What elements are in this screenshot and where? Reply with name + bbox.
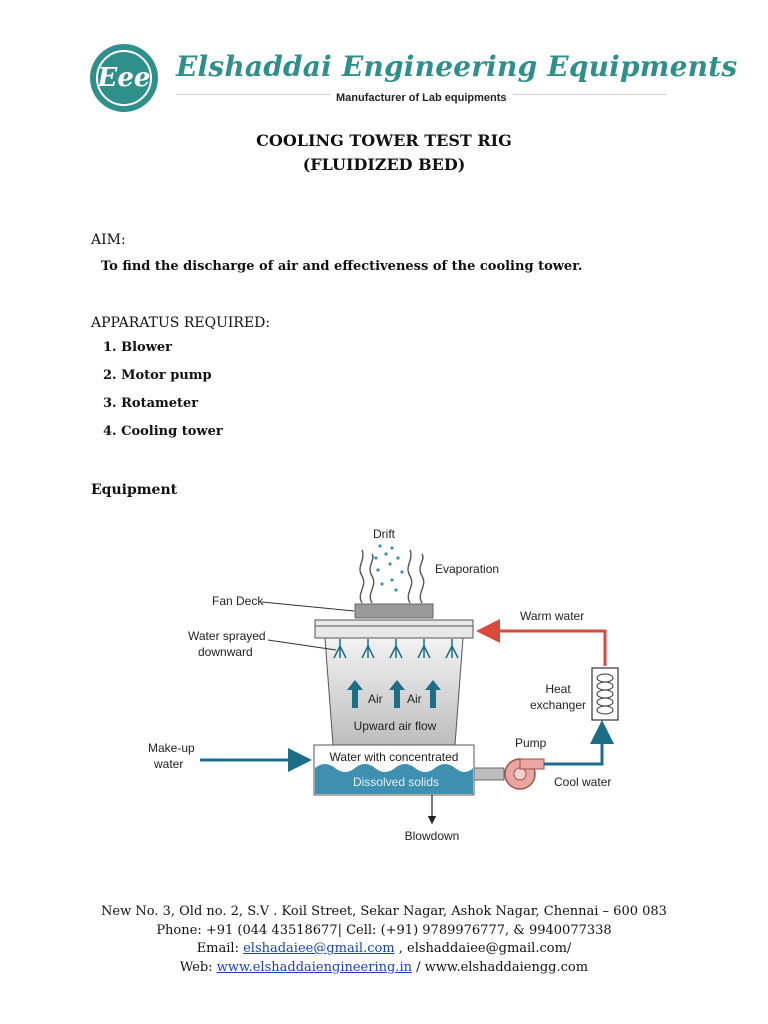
footer-contact: New No. 3, Old no. 2, S.V . Koil Street,… — [0, 903, 768, 977]
aim-text: To find the discharge of air and effecti… — [101, 259, 583, 274]
footer-email: Email: elshadaiee@gmail.com , elshaddaie… — [196, 941, 572, 956]
fan-deck — [354, 603, 434, 619]
heat-exchanger-label: Heat — [545, 682, 571, 696]
company-logo: Eee — [90, 44, 158, 112]
water-concentrated-label: Water with concentrated — [330, 750, 459, 764]
footer-phone: Phone: +91 (044 43518677| Cell: (+91) 97… — [156, 922, 612, 938]
tower-top-rail — [314, 619, 474, 639]
upward-air-flow-label: Upward air flow — [354, 719, 437, 733]
cool-water-line — [544, 720, 614, 766]
footer-address: New No. 3, Old no. 2, S.V . Koil Street,… — [101, 904, 667, 919]
drift-droplets — [374, 544, 404, 592]
list-item: 2. Motor pump — [103, 368, 212, 383]
makeup-water-label-2: water — [153, 757, 183, 771]
warm-water-line — [476, 619, 607, 666]
pump-inlet-pipe — [473, 767, 505, 781]
pump-label: Pump — [515, 736, 547, 750]
blowdown-label: Blowdown — [405, 829, 460, 843]
list-item: 1. Blower — [103, 340, 173, 355]
evaporation-wisps — [359, 549, 425, 604]
air-label-1: Air — [368, 692, 383, 706]
drift-label: Drift — [373, 527, 396, 541]
heat-exchanger — [591, 667, 619, 721]
air-label-2: Air — [407, 692, 422, 706]
heat-exchanger-coil — [596, 673, 614, 715]
logo-monogram: Eee — [96, 50, 152, 106]
fan-deck-leader — [261, 601, 355, 612]
list-item: 4. Cooling tower — [103, 424, 223, 439]
document-title: COOLING TOWER TEST RIG — [256, 131, 512, 150]
document-subtitle: (FLUIDIZED BED) — [302, 155, 466, 174]
water-sprayed-label-2: downward — [198, 645, 253, 659]
email-link[interactable]: elshadaiee@gmail.com — [243, 941, 395, 956]
dissolved-solids-label: Dissolved solids — [353, 775, 439, 789]
water-sprayed-leader — [267, 639, 337, 651]
water-sprayed-label: Water sprayed — [188, 629, 266, 643]
company-tagline: Manufacturer of Lab equipments — [330, 92, 513, 104]
basin-water — [315, 764, 473, 794]
cooling-tower-diagram: Drift Evaporation Fan Deck Water sprayed… — [148, 527, 619, 843]
heat-exchanger-label-2: exchanger — [530, 698, 586, 712]
letterhead: Eee Elshaddai Engineering Equipments Man… — [90, 44, 737, 114]
website-link[interactable]: www.elshaddaiengineering.in — [216, 959, 412, 975]
fan-deck-label: Fan Deck — [212, 594, 264, 608]
aim-heading: AIM: — [91, 232, 126, 248]
company-name: Elshaddai Engineering Equipments — [176, 50, 738, 83]
equipment-heading: Equipment — [91, 482, 178, 498]
apparatus-heading: APPARATUS REQUIRED: — [91, 315, 271, 331]
evaporation-label: Evaporation — [435, 562, 499, 576]
cool-water-label: Cool water — [554, 775, 611, 789]
spray-nozzles — [333, 639, 459, 659]
apparatus-list: 1. Blower 2. Motor pump 3. Rotameter 4. … — [103, 340, 223, 452]
footer-web: Web: www.elshaddaiengineering.in / www.e… — [179, 959, 589, 975]
makeup-water-label: Make-up — [148, 741, 195, 755]
air-arrows — [347, 680, 441, 708]
warm-water-label: Warm water — [520, 609, 584, 623]
list-item: 3. Rotameter — [103, 396, 199, 411]
